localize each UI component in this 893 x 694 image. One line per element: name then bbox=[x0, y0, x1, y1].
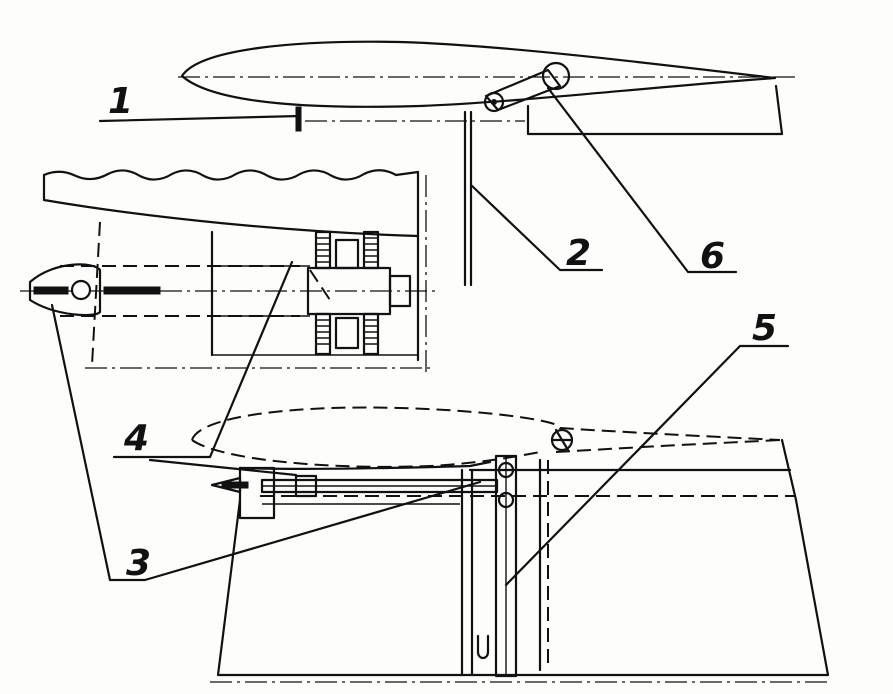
leader-6 bbox=[546, 86, 738, 274]
leader-5 bbox=[504, 344, 790, 587]
callout-2: 2 bbox=[566, 233, 591, 274]
bottom-body-outline bbox=[216, 438, 830, 677]
middle-nose-fairing bbox=[28, 263, 102, 317]
callout-5: 5 bbox=[752, 308, 777, 349]
leader-4 bbox=[112, 260, 294, 459]
bottom-hinge-lower bbox=[476, 634, 490, 660]
leader-2 bbox=[469, 183, 604, 272]
bottom-airfoil-lower bbox=[238, 460, 492, 470]
middle-wing-break-line bbox=[42, 169, 420, 181]
top-rear-bracket bbox=[526, 84, 784, 136]
top-airfoil-profile bbox=[180, 40, 777, 108]
top-view-airfoil-assembly bbox=[178, 40, 800, 287]
callout-4: 4 bbox=[123, 418, 149, 459]
middle-wing-outline bbox=[42, 170, 420, 238]
middle-view-wing-section bbox=[20, 169, 435, 375]
bottom-view-assembly bbox=[191, 406, 830, 683]
leader-1 bbox=[98, 114, 302, 123]
top-lever-pivot-big bbox=[541, 61, 571, 91]
callout-labels: 1 2 6 4 3 5 bbox=[108, 81, 777, 584]
top-front-pin bbox=[295, 106, 302, 132]
middle-gear-bottom-right bbox=[362, 312, 380, 356]
leader-3 bbox=[50, 303, 482, 582]
bottom-airfoil-dashed bbox=[191, 406, 781, 441]
top-lever-arm bbox=[484, 68, 562, 112]
callout-3: 3 bbox=[126, 543, 151, 584]
middle-nose-rod-right bbox=[103, 286, 161, 295]
callout-6: 6 bbox=[700, 236, 725, 277]
middle-nose-rod-left bbox=[33, 286, 69, 295]
middle-gear-bottom-left bbox=[314, 312, 332, 356]
top-lever-pivot-small bbox=[483, 91, 505, 113]
leader-lines bbox=[50, 86, 790, 587]
callout-1: 1 bbox=[108, 81, 133, 122]
